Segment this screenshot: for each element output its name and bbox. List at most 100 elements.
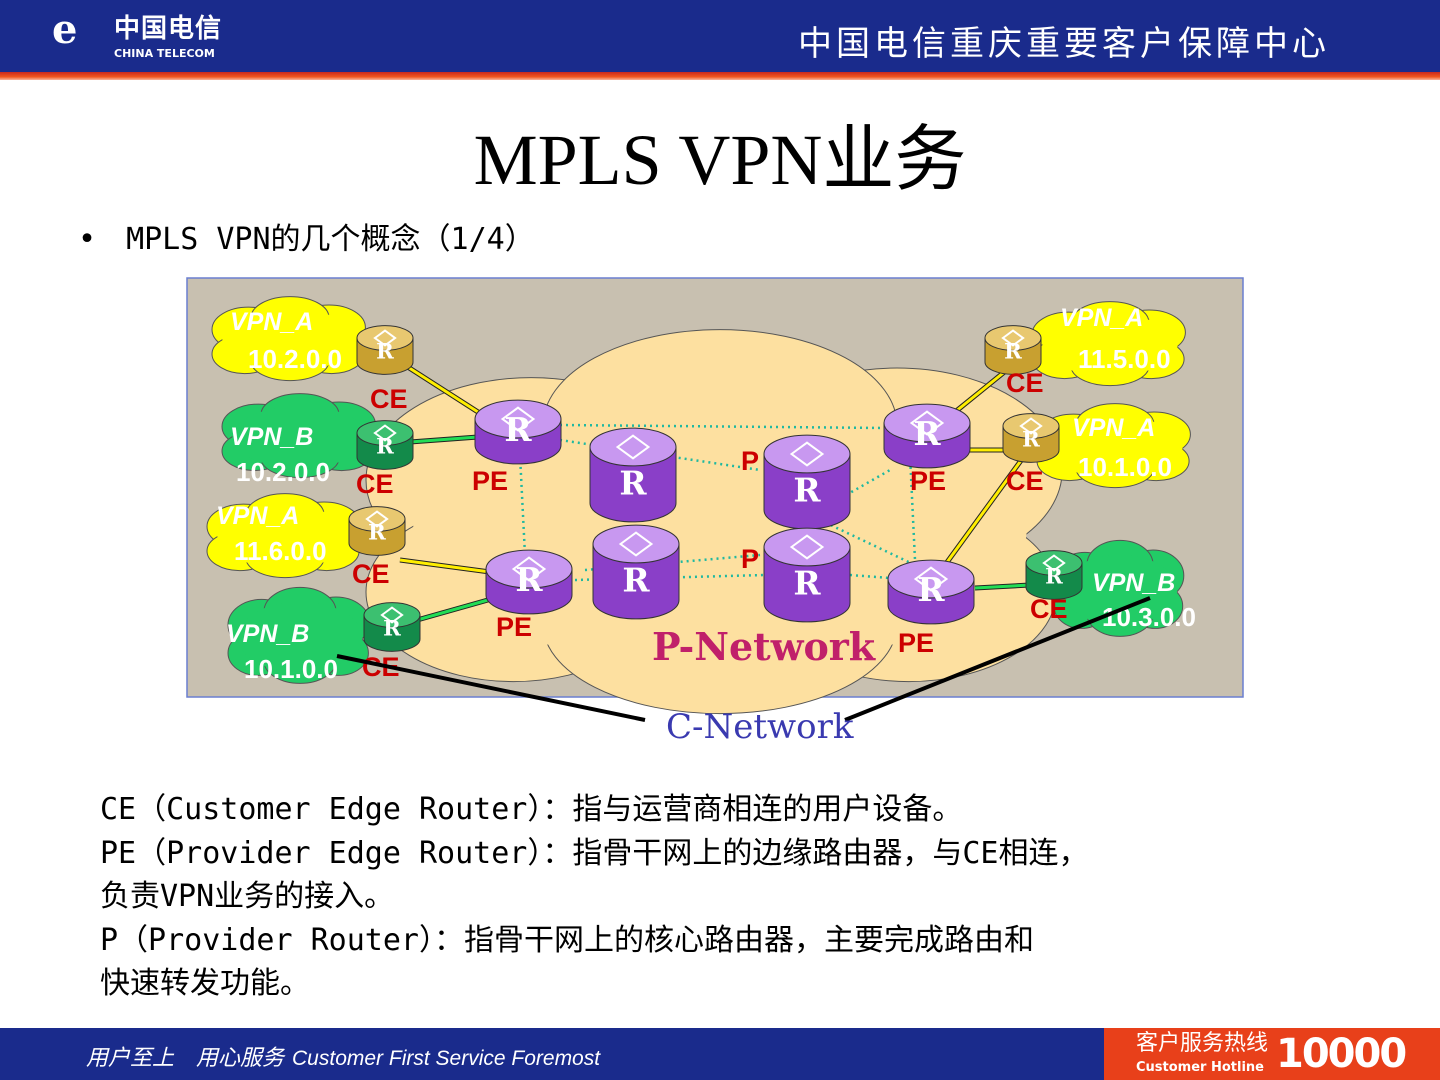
network-address-label: 10.1.0.0 <box>1078 452 1172 482</box>
router-top <box>485 549 573 589</box>
router-top <box>1025 550 1083 576</box>
router-top <box>763 527 851 567</box>
cloud-fill <box>217 506 353 568</box>
cloud-fill <box>232 406 368 468</box>
router-diamond-icon <box>618 531 654 557</box>
router-icon: R <box>376 339 394 364</box>
ce-router: R <box>984 325 1042 375</box>
vpn-name-label: VPN_A <box>1060 304 1143 332</box>
ce-router: R <box>356 325 414 375</box>
router-diamond-icon <box>1001 329 1025 347</box>
pe-router: R <box>485 549 573 615</box>
hotline-en: Customer Hotline <box>1136 1060 1264 1075</box>
vpn-site-cloud <box>1031 301 1186 387</box>
ce-pe-link <box>399 360 479 414</box>
bullet-point: • MPLS VPN的几个概念（1/4） <box>78 214 535 258</box>
network-address-label: 10.3.0.0 <box>1102 602 1196 632</box>
ce-label: CE <box>352 559 390 589</box>
router-diamond-icon <box>373 424 397 442</box>
router-icon: R <box>1004 339 1022 364</box>
ce-label: CE <box>356 469 394 499</box>
network-address-label: 11.5.0.0 <box>1078 344 1171 374</box>
network-address-label: 10.2.0.0 <box>248 344 342 374</box>
router-icon: R <box>913 414 941 453</box>
logo-cn: 中国电信 <box>114 14 223 44</box>
router-top <box>592 524 680 564</box>
vpn-name-label: VPN_B <box>1092 569 1175 597</box>
header-bar: e 中国电信 CHINA TELECOM 中国电信重庆重要客户保障中心 <box>0 0 1440 72</box>
ce-label: CE <box>1006 466 1044 496</box>
vpn-name-label: VPN_B <box>226 620 309 648</box>
vpn-site-cloud <box>1036 403 1191 489</box>
router-icon: R <box>515 560 543 599</box>
router-icon: R <box>504 410 532 449</box>
vpn-site-cloud <box>227 586 371 684</box>
router-icon: R <box>376 434 394 459</box>
vpn-name-label: VPN_A <box>216 502 299 530</box>
ce-pe-link <box>399 558 491 574</box>
router-diamond-icon <box>365 510 389 528</box>
router-icon: R <box>622 561 650 600</box>
desc-line: 快速转发功能。 <box>100 966 310 1001</box>
desc-line: CE（Customer Edge Router）：指与运营商相连的用户设备。 <box>100 792 963 827</box>
pe-label: PE <box>898 628 934 658</box>
ce-label: CE <box>370 384 408 414</box>
router-diamond-icon <box>1019 417 1043 435</box>
router-diamond-icon <box>380 606 404 624</box>
vpn-name-label: VPN_A <box>1072 414 1155 442</box>
router-icon: R <box>619 464 647 503</box>
organization-name: 中国电信重庆重要客户保障中心 <box>798 24 1330 64</box>
p-router: R <box>763 434 851 530</box>
ce-pe-link <box>974 583 1031 590</box>
router-diamond-icon <box>373 329 397 347</box>
router-diamond-icon <box>615 434 651 460</box>
ce-router: R <box>348 506 406 556</box>
slogan-cn: 用户至上 用心服务 <box>86 1046 285 1071</box>
pe-router: R <box>474 399 562 465</box>
c-network-label: C-Network <box>666 707 854 747</box>
pe-router: R <box>883 403 971 469</box>
footer-bar: 用户至上 用心服务 Customer First Service Foremost… <box>0 1028 1440 1080</box>
ce-router: R <box>1002 413 1060 463</box>
cloud-fill <box>237 601 363 673</box>
router-body <box>592 543 680 620</box>
vpn-site-cloud <box>206 493 361 579</box>
logo-en: CHINA TELECOM <box>114 47 215 60</box>
p-router: R <box>763 527 851 623</box>
p-network-label: P-Network <box>652 624 876 669</box>
router-icon: R <box>793 471 821 510</box>
router-diamond-icon <box>789 441 825 467</box>
ce-pe-link <box>409 596 496 624</box>
slide-title: MPLS VPN业务 <box>473 120 967 200</box>
ce-router: R <box>363 602 421 652</box>
router-icon: R <box>1022 427 1040 452</box>
router-top <box>1002 413 1060 439</box>
bullet-text: MPLS VPN的几个概念（1/4） <box>126 222 535 257</box>
p-router: R <box>589 427 677 523</box>
ce-router: R <box>1025 550 1083 600</box>
router-icon: R <box>1045 564 1063 589</box>
desc-line: P（Provider Router）：指骨干网上的核心路由器，主要完成路由和 <box>100 922 1034 958</box>
router-top <box>348 506 406 532</box>
pe-label: PE <box>496 612 532 642</box>
bullet-icon: • <box>78 222 97 257</box>
pe-label: PE <box>472 466 508 496</box>
router-body <box>763 546 851 623</box>
vpn-name-label: VPN_B <box>230 423 313 451</box>
lsp-dotted-path <box>559 423 886 430</box>
slogan: 用户至上 用心服务 Customer First Service Foremost <box>86 1040 600 1072</box>
ce-router: R <box>356 420 414 470</box>
router-diamond-icon <box>789 534 825 560</box>
router-top <box>589 427 677 467</box>
slogan-en: Customer First Service Foremost <box>292 1047 601 1070</box>
network-address-label: 10.2.0.0 <box>236 457 330 487</box>
logo-icon: e <box>52 6 78 53</box>
router-body <box>589 446 677 523</box>
lsp-dotted-path <box>559 438 761 472</box>
p-label: P <box>741 544 759 574</box>
router-diamond-icon <box>511 556 547 582</box>
hotline-cn: 客户服务热线 <box>1136 1031 1269 1056</box>
router-top <box>984 325 1042 351</box>
router-top <box>363 602 421 628</box>
